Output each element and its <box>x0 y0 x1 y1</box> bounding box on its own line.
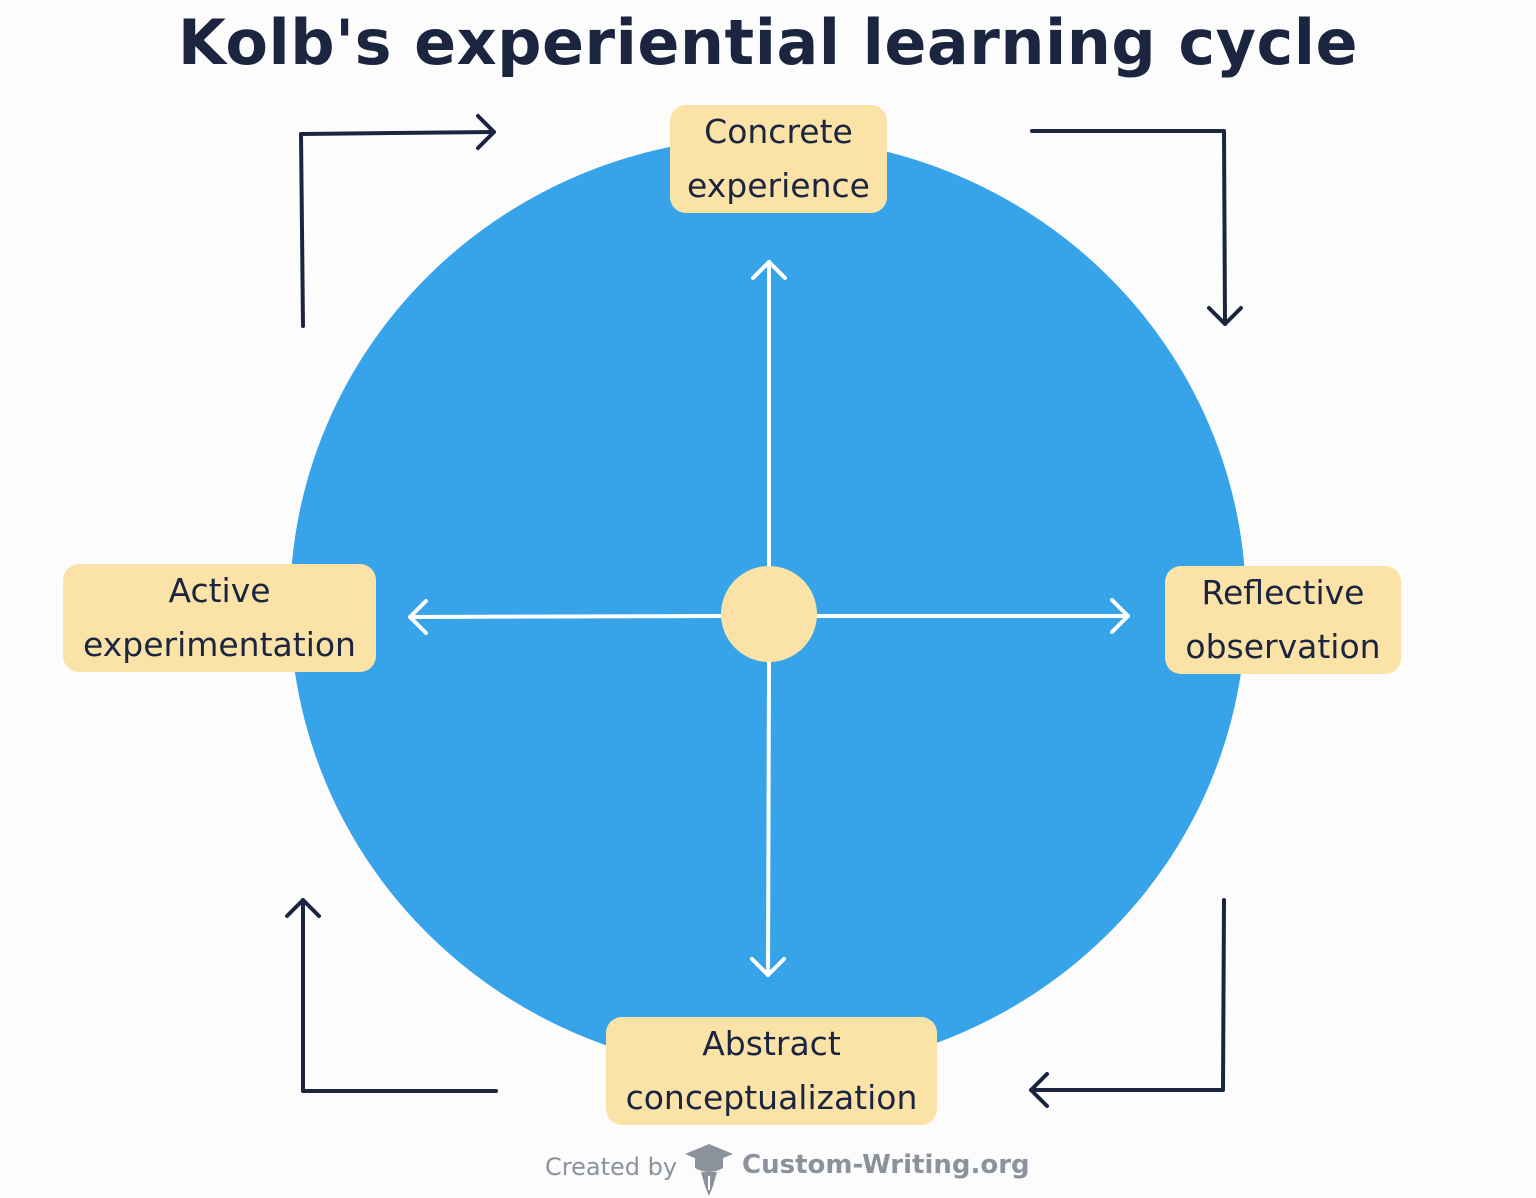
stage-line-1: Active <box>168 571 271 610</box>
stage-abstract-conceptualization: Abstract conceptualization <box>606 1017 937 1125</box>
arrow-left-icon <box>408 599 724 635</box>
stage-active-experimentation: Active experimentation <box>63 564 376 672</box>
graduation-cap-pen-icon <box>685 1144 733 1196</box>
stage-concrete-experience: Concrete experience <box>670 105 887 213</box>
stage-line-2: conceptualization <box>625 1078 918 1117</box>
stage-line-1: Reflective <box>1201 573 1365 612</box>
stage-reflective-observation: Reflective observation <box>1165 566 1401 674</box>
stage-line-2: experimentation <box>83 625 356 664</box>
arrow-right-icon <box>815 598 1130 634</box>
stage-line-1: Abstract <box>702 1024 841 1063</box>
stage-line-1: Concrete <box>704 112 853 151</box>
credit-prefix: Created by <box>545 1153 678 1181</box>
diagram-title: Kolb's experiential learning cycle <box>177 6 1359 79</box>
stage-line-2: observation <box>1185 627 1381 666</box>
cycle-arrow-top-right-icon <box>1030 129 1243 326</box>
cycle-arrow-top-left-icon <box>299 114 496 328</box>
arrow-down-icon <box>750 660 786 977</box>
credit-brand: Custom-Writing.org <box>742 1150 1030 1180</box>
arrow-up-icon <box>751 260 787 570</box>
credit-footer: Created by Custom-Writing.org <box>0 1138 1536 1198</box>
cycle-arrow-bottom-left-icon <box>285 898 498 1093</box>
center-dot <box>721 566 817 662</box>
stage-line-2: experience <box>687 166 870 205</box>
cycle-arrow-bottom-right-icon <box>1029 898 1226 1108</box>
